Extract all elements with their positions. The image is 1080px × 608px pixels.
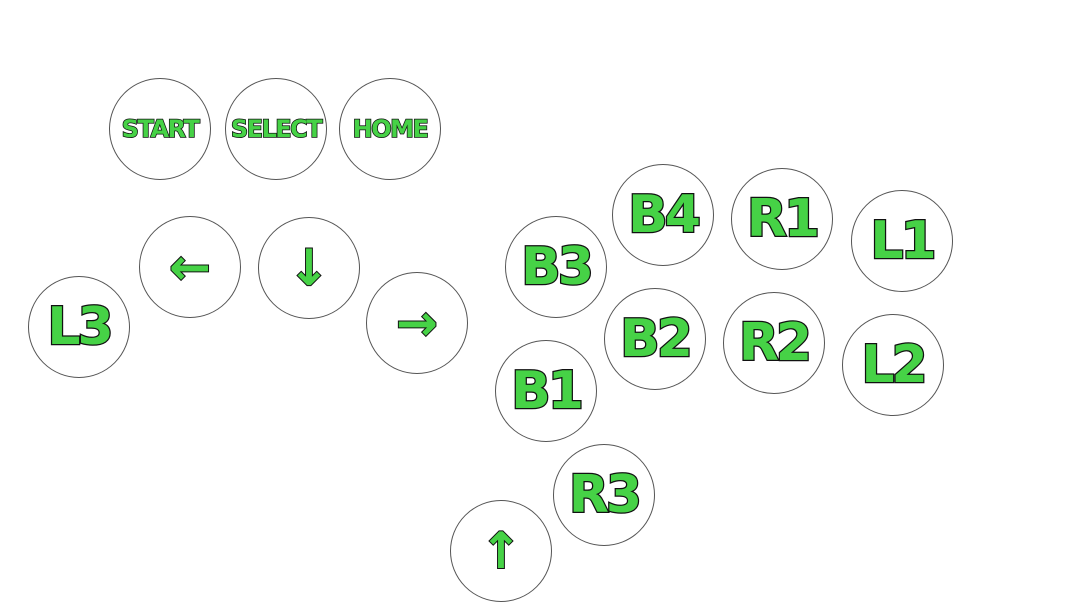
l3-button[interactable]: L3 <box>28 276 130 378</box>
r2-label: R2 <box>738 313 814 373</box>
start-button[interactable]: START <box>109 78 211 180</box>
l1-button[interactable]: L1 <box>851 190 953 292</box>
b4-label: B4 <box>627 185 702 245</box>
arrow-up-icon: ↑ <box>479 522 523 580</box>
right-arrow-button[interactable]: → <box>366 272 468 374</box>
l1-label: L1 <box>869 211 938 271</box>
r1-label: R1 <box>746 189 822 249</box>
down-arrow-button[interactable]: ↓ <box>258 217 360 319</box>
r3-label: R3 <box>568 465 644 525</box>
select-label: SELECT <box>230 115 323 143</box>
l3-label: L3 <box>46 297 115 357</box>
home-button[interactable]: HOME <box>339 78 441 180</box>
arrow-down-icon: ↓ <box>287 239 331 297</box>
l2-label: L2 <box>860 335 929 395</box>
b2-button[interactable]: B2 <box>604 288 706 390</box>
arrow-right-icon: → <box>395 294 439 352</box>
select-button[interactable]: SELECT <box>225 78 327 180</box>
b1-button[interactable]: B1 <box>495 340 597 442</box>
b3-button[interactable]: B3 <box>505 216 607 318</box>
r2-button[interactable]: R2 <box>723 292 825 394</box>
left-arrow-button[interactable]: ← <box>139 216 241 318</box>
r3-button[interactable]: R3 <box>553 444 655 546</box>
up-arrow-button[interactable]: ↑ <box>450 500 552 602</box>
b3-label: B3 <box>520 237 595 297</box>
start-label: START <box>121 115 201 143</box>
b2-label: B2 <box>619 309 694 369</box>
l2-button[interactable]: L2 <box>842 314 944 416</box>
arrow-left-icon: ← <box>168 238 212 296</box>
home-label: HOME <box>352 115 430 143</box>
b4-button[interactable]: B4 <box>612 164 714 266</box>
r1-button[interactable]: R1 <box>731 168 833 270</box>
b1-label: B1 <box>510 361 585 421</box>
